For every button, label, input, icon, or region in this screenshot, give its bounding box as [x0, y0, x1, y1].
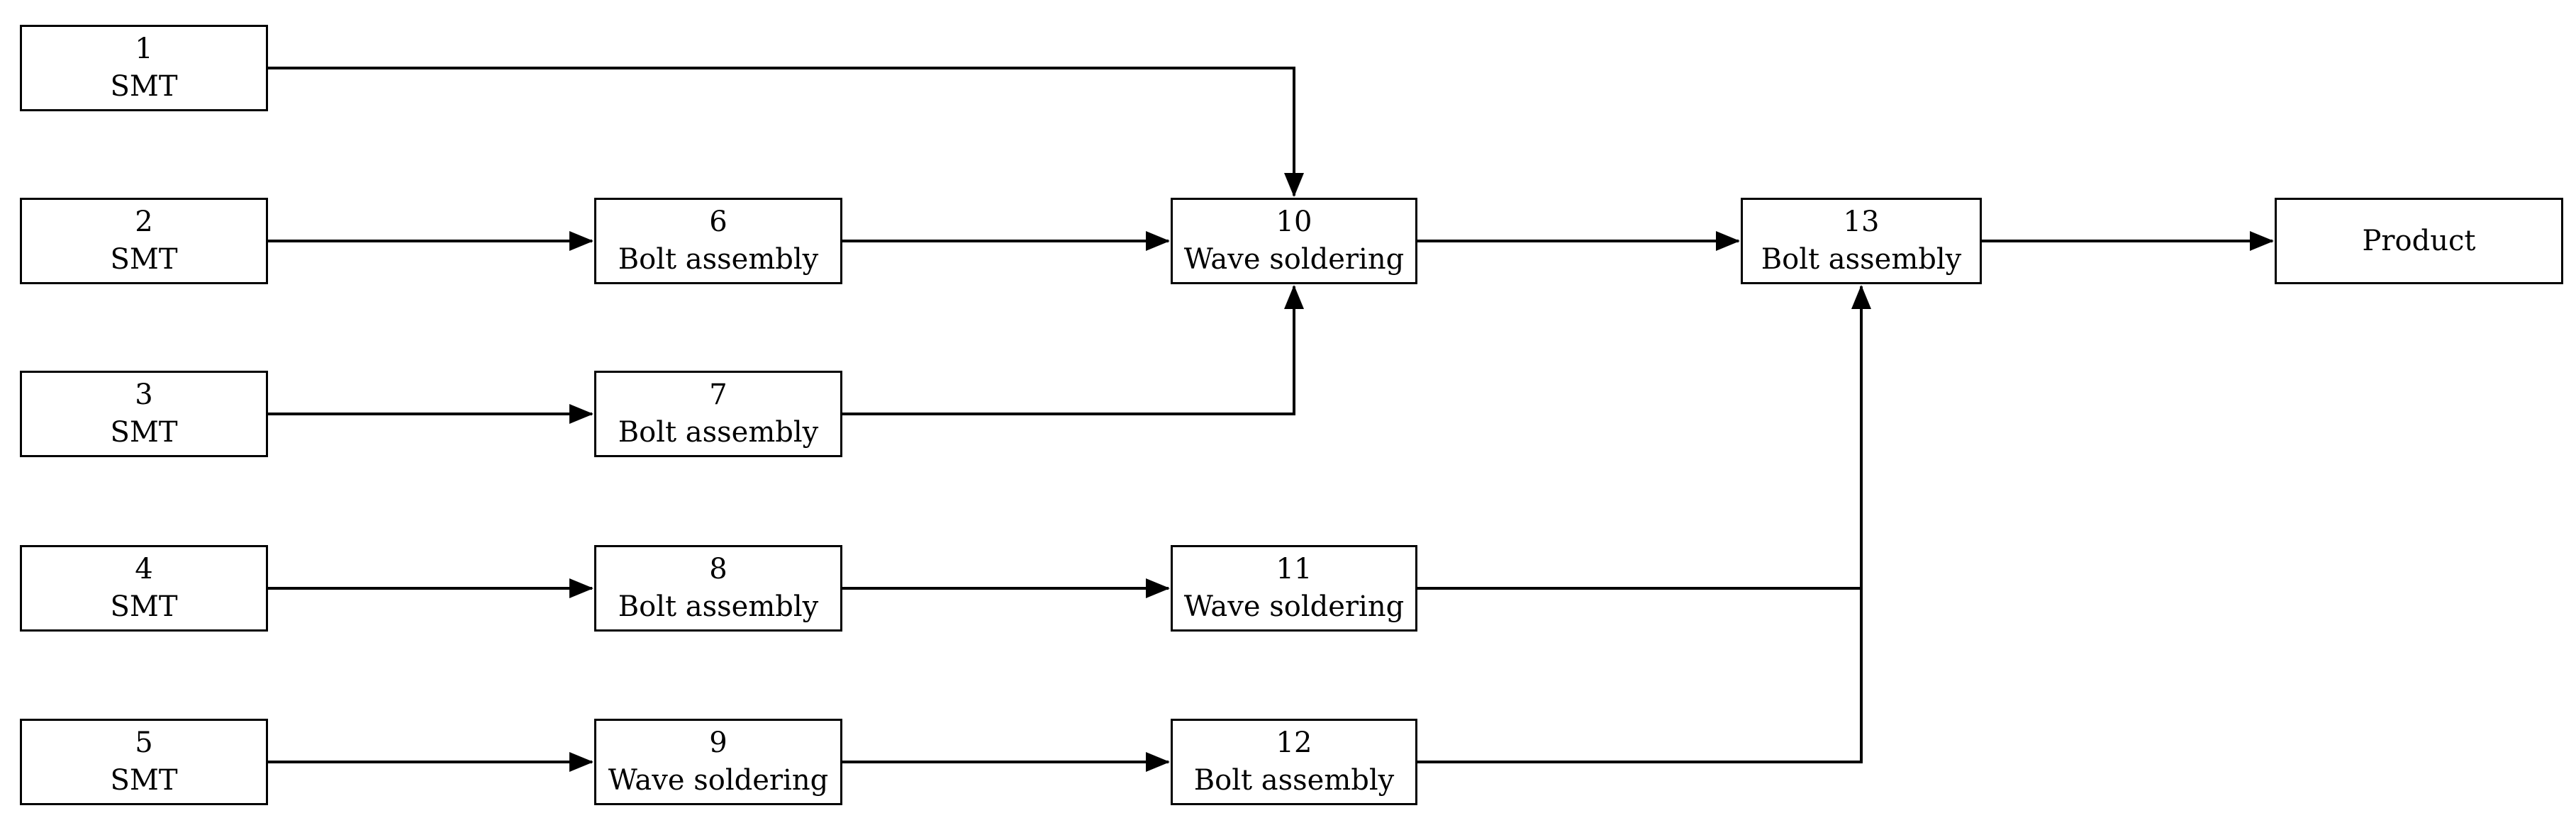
process-10-number: 10	[1276, 206, 1312, 239]
process-6-number: 6	[709, 206, 727, 239]
process-box-4: 4 SMT	[20, 545, 268, 632]
process-12-number: 12	[1276, 727, 1312, 760]
process-box-6: 6 Bolt assembly	[594, 198, 842, 284]
process-box-3: 3 SMT	[20, 371, 268, 457]
edge-12-to-13	[1417, 285, 1871, 763]
process-3-number: 3	[135, 378, 153, 412]
edge-7-to-10	[842, 285, 1304, 415]
process-4-label: SMT	[110, 590, 178, 623]
process-8-number: 8	[709, 553, 727, 586]
process-9-label: Wave soldering	[608, 764, 829, 797]
process-box-11: 11 Wave soldering	[1171, 545, 1417, 632]
process-13-label: Bolt assembly	[1761, 243, 1962, 276]
process-7-label: Bolt assembly	[618, 416, 819, 449]
process-box-9: 9 Wave soldering	[594, 719, 842, 805]
edge-1-to-10	[268, 67, 1304, 197]
process-box-2: 2 SMT	[20, 198, 268, 284]
process-2-number: 2	[135, 206, 153, 239]
process-11-label: Wave soldering	[1183, 590, 1405, 623]
process-box-1: 1 SMT	[20, 25, 268, 111]
product-label: Product	[2362, 224, 2476, 257]
process-box-5: 5 SMT	[20, 719, 268, 805]
process-11-number: 11	[1276, 553, 1312, 586]
process-3-label: SMT	[110, 416, 178, 449]
process-12-label: Bolt assembly	[1193, 764, 1395, 797]
process-2-label: SMT	[110, 243, 178, 276]
process-box-7: 7 Bolt assembly	[594, 371, 842, 457]
process-box-8: 8 Bolt assembly	[594, 545, 842, 632]
process-1-label: SMT	[110, 70, 178, 103]
process-9-number: 9	[709, 727, 727, 760]
process-13-number: 13	[1843, 206, 1880, 239]
process-4-number: 4	[135, 553, 153, 586]
process-7-number: 7	[709, 378, 727, 412]
process-1-number: 1	[135, 33, 153, 66]
process-5-label: SMT	[110, 764, 178, 797]
process-box-10: 10 Wave soldering	[1171, 198, 1417, 284]
process-6-label: Bolt assembly	[618, 243, 819, 276]
process-box-12: 12 Bolt assembly	[1171, 719, 1417, 805]
process-box-13: 13 Bolt assembly	[1741, 198, 1982, 284]
product-box: Product	[2275, 198, 2563, 284]
process-8-label: Bolt assembly	[618, 590, 819, 623]
process-10-label: Wave soldering	[1183, 243, 1405, 276]
process-5-number: 5	[135, 727, 153, 760]
